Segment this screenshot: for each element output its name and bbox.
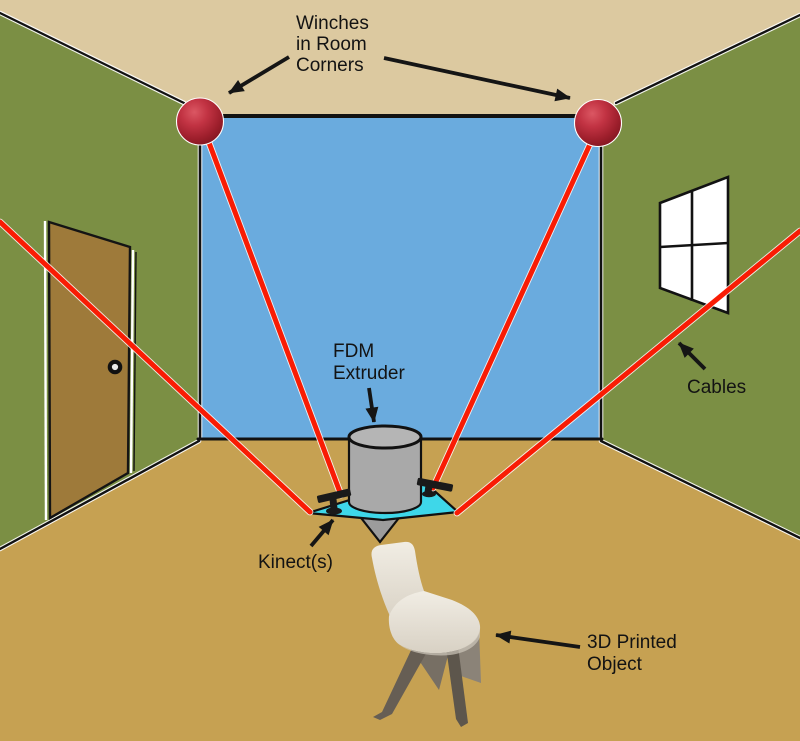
extruder-cylinder-top — [347, 424, 423, 450]
kinect-left-base — [326, 507, 342, 515]
arrow-kinect — [309, 518, 335, 548]
label-winches-line2: in Room — [296, 34, 367, 55]
ceiling — [0, 0, 800, 114]
door-group — [43, 220, 137, 521]
annotation-arrows — [228, 55, 707, 649]
ceiling-edge-left — [0, 11, 186, 105]
cable-rear-left — [205, 137, 344, 498]
floor-edge-left — [0, 439, 201, 551]
kinect-right — [416, 477, 454, 498]
winch-left — [175, 97, 225, 146]
arrow-cables — [677, 341, 707, 371]
label-printed-line1: 3D Printed — [587, 632, 677, 653]
label-winches-line3: Corners — [296, 55, 364, 76]
door — [47, 220, 132, 521]
chair-leg-rear — [446, 646, 468, 727]
cable-front-left — [0, 219, 313, 515]
window-mullion-horizontal — [659, 241, 729, 249]
label-cables: Cables — [687, 377, 746, 398]
label-fdm-line1: FDM — [333, 341, 374, 362]
door-knob — [107, 359, 123, 375]
cable-front-right — [454, 228, 800, 516]
room-edges — [0, 10, 800, 552]
arrow-winches-left — [228, 55, 290, 95]
arrow-fdm-extruder — [365, 387, 379, 423]
extruder-cylinder — [347, 435, 423, 515]
chair-seat — [388, 591, 481, 654]
annotation-labels: Winches in Room Corners FDM Extruder Kin… — [258, 13, 746, 675]
kinect-left-bar — [316, 488, 352, 503]
label-printed-line2: Object — [587, 654, 643, 675]
door-frame-halo — [129, 249, 135, 474]
door-frame-line — [133, 251, 137, 472]
label-fdm-line2: Extruder — [333, 363, 405, 384]
ceiling-edge-right — [614, 13, 800, 105]
floor-edge-right — [599, 439, 800, 540]
kinect-right-bar — [416, 477, 454, 492]
arrow-winches-right — [383, 56, 571, 102]
winch-right — [573, 98, 623, 148]
cable-rear-right — [430, 139, 594, 491]
back-wall — [199, 114, 601, 440]
kinect-left-neck — [329, 498, 338, 511]
extruder-group — [347, 424, 423, 515]
label-kinect: Kinect(s) — [258, 552, 333, 573]
winches-group — [175, 97, 623, 148]
kinect-left — [316, 488, 352, 515]
printed-chair — [371, 541, 481, 727]
door-frame-halo — [43, 220, 48, 521]
chair-leg-front — [373, 646, 428, 720]
cables-group — [0, 136, 800, 517]
label-winches-line1: Winches — [296, 13, 369, 34]
arrow-printed-object — [495, 630, 581, 649]
window-group — [658, 175, 730, 315]
